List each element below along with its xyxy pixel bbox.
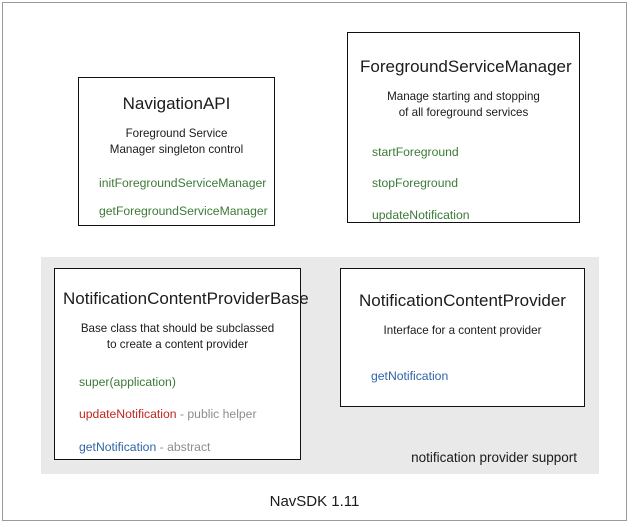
outer-frame: notification provider support Navigation…: [2, 2, 627, 521]
class-member[interactable]: initForegroundServiceManager: [99, 175, 267, 191]
class-member-name: getNotification: [371, 369, 449, 384]
class-member[interactable]: getForegroundServiceManager: [99, 204, 268, 219]
class-description-line-1: Base class that should be subclassed: [80, 322, 275, 336]
group-region-label: notification provider support: [411, 450, 577, 465]
class-member-name: getForegroundServiceManager: [99, 204, 268, 219]
class-member[interactable]: getNotification: [371, 369, 572, 384]
class-member[interactable]: stopForeground: [372, 176, 567, 191]
class-member[interactable]: super(application): [79, 375, 292, 390]
class-member[interactable]: updateNotification - public helper: [79, 407, 292, 422]
class-member[interactable]: startForeground: [372, 145, 567, 160]
class-description-line-2: to create a content provider: [106, 338, 249, 352]
class-member-note: - abstract: [156, 439, 211, 454]
class-box-notification-content-provider[interactable]: NotificationContentProvider Interface fo…: [340, 268, 585, 407]
class-member-list: super(application) updateNotification - …: [79, 375, 292, 455]
class-description: Manage starting and stopping of all fore…: [360, 89, 567, 120]
class-member[interactable]: updateNotification: [372, 208, 567, 223]
class-member-list: getNotification: [371, 369, 572, 384]
class-box-notification-content-provider-base[interactable]: NotificationContentProviderBase Base cla…: [54, 268, 309, 460]
class-description: Base class that should be subclassed to …: [63, 321, 292, 352]
class-member-name: initForegroundServiceManager: [99, 175, 267, 190]
class-description-line-1: Interface for a content provider: [383, 324, 542, 338]
class-member-name: updateNotification: [372, 207, 470, 222]
class-member-name: stopForeground: [372, 176, 459, 191]
class-member-name: updateNotification: [79, 407, 177, 422]
class-box-navigation-api[interactable]: NavigationAPI Foreground Service Manager…: [78, 77, 275, 226]
class-box-foreground-service-manager[interactable]: ForegroundServiceManager Manage starting…: [347, 32, 580, 223]
class-member-list: initForegroundServiceManager getForegrou…: [99, 175, 268, 219]
class-description-line-1: Manage starting and stopping: [387, 90, 540, 104]
class-member-name: startForeground: [372, 144, 459, 159]
class-title: ForegroundServiceManager: [360, 57, 572, 76]
class-title: NotificationContentProvider: [359, 291, 566, 310]
class-member-note: - public helper: [176, 407, 257, 422]
class-title: NotificationContentProviderBase: [63, 289, 309, 308]
class-member-name: getNotification: [79, 439, 157, 454]
class-title: NavigationAPI: [122, 94, 231, 113]
class-member[interactable]: getNotification - abstract: [79, 440, 292, 455]
class-description: Interface for a content provider: [353, 323, 572, 339]
class-member-name: super(application): [79, 374, 176, 389]
class-description: Foreground Service Manager singleton con…: [89, 126, 264, 157]
class-description-line-2: of all foreground services: [398, 106, 529, 120]
class-description-line-1: Foreground Service: [125, 127, 228, 141]
class-description-line-2: Manager singleton control: [109, 143, 244, 157]
footer-title: NavSDK 1.11: [269, 493, 360, 510]
class-member-list: startForeground stopForeground updateNot…: [372, 145, 567, 223]
